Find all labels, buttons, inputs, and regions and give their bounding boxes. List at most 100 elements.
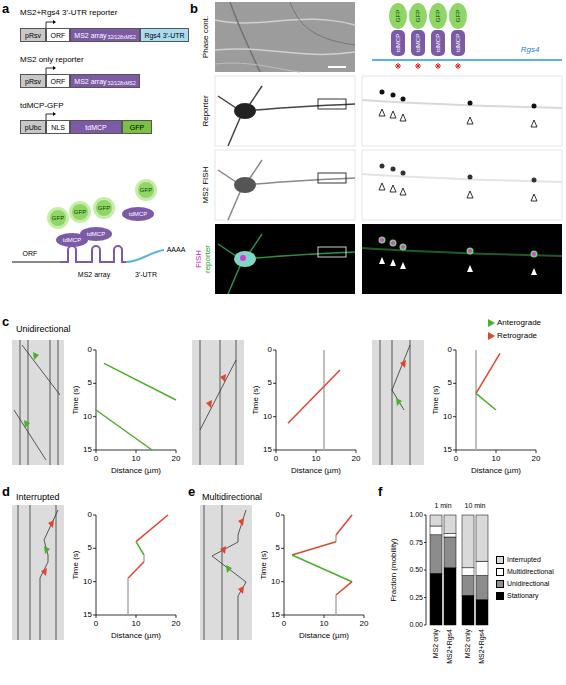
tick-label: 5 [88,544,92,553]
segment-label: GFP [130,124,144,131]
axis-title: Time (s) [252,385,261,414]
construct-segment: pUbc [20,120,46,134]
legend-text: Stationary [507,592,539,600]
construct-segment: Rgs4 3′-UTR [140,28,189,42]
tick-label: 10 [443,412,452,421]
tick-label: 5 [88,379,92,388]
tick-label: 0.25 [409,594,423,602]
legend-swatch [496,556,504,564]
tick-label: 20 [172,620,181,629]
tick-label: 0 [88,511,92,520]
segment-subscript: 32/128xMS2 [108,81,136,86]
tick-label: 0.50 [409,566,423,574]
tick-label: 20 [360,620,369,629]
legend-swatch [496,592,504,600]
segment-subscript: 32/128xMS2 [108,35,136,40]
axis-title: Distance (µm) [111,467,161,476]
segment-label: ORF [51,32,66,39]
tick-label: 0 [94,455,98,464]
construct-segment: pRsv [20,28,46,42]
tick-label: 10 [492,455,501,464]
tick-label: 10 [312,455,321,464]
protein-label: GFP [98,205,110,212]
segment-label: pRsv [25,78,41,85]
tick-label: 20 [352,455,361,464]
axis-title: Time (s) [72,385,81,414]
tick-label: 15 [443,446,452,455]
gene-label: Rgs4 [521,46,540,55]
protein-label: tdMCP [455,34,462,52]
protein-label: tdMCP [129,211,147,218]
construct-segment: ORF [46,28,70,42]
row-label: FISH [195,250,204,268]
tick-label: 15 [83,611,92,620]
tick-label: 0 [454,455,458,464]
tick-label: 10 [83,577,92,586]
row-label: Reporter [202,95,211,126]
construct-segment: ORF [46,74,70,88]
legend-swatch [496,568,504,576]
panel-letter: a [2,2,9,16]
construct-title: MS2+Rgs4 3′-UTR reporter [20,9,117,18]
construct-title: tdMCP-GFP [20,102,64,111]
protein-label: tdMCP [63,237,81,244]
panel-letter: c [2,315,9,329]
protein-label: tdMCP [415,34,422,52]
axis-title: Distance (µm) [111,632,161,641]
protein-label: GFP [395,10,402,22]
tick-label: 5 [276,544,280,553]
protein-label: tdMCP [87,231,105,238]
row-label: MS2 FISH [202,167,211,204]
construct-title: MS2 only reporter [20,56,84,65]
construct-segment: tdMCP [70,120,122,134]
axis-title: Time (s) [432,385,441,414]
axis-title: Distance (µm) [471,467,521,476]
legend-text: Unidirectional [507,580,549,588]
bar-label: MS2+Rgs4 [446,629,454,664]
tick-label: 15 [263,446,272,455]
row-label: reporter [204,245,213,273]
axis-title: Distance (µm) [291,467,341,476]
cartoon-label: ORF [23,250,38,258]
tick-label: 15 [271,611,280,620]
tick-label: 10 [320,620,329,629]
protein-label: tdMCP [435,34,442,52]
tick-label: 20 [532,455,541,464]
legend-swatch [496,580,504,588]
tick-label: 0 [448,346,452,355]
axis-title: Fraction (mobility) [390,538,399,602]
bar-label: MS2+Rgs4 [478,629,486,664]
tick-label: 0 [274,455,278,464]
tick-label: 10 [132,455,141,464]
construct-segment: MS2 array32/128xMS2 [70,74,140,88]
axis-title: Time (s) [72,550,81,579]
panel-subtitle: Unidirectional [16,325,71,335]
group-label: 10 min [464,502,485,510]
protein-label: GFP [52,215,64,222]
protein-label: GFP [140,187,152,194]
segment-label: pRsv [25,32,41,39]
axis-title: Distance (µm) [299,632,349,641]
tick-label: 10 [263,412,272,421]
segment-label: MS2 array [74,32,106,39]
cartoon-label: MS2 array [78,271,110,279]
bar-label: MS2 only [464,629,472,658]
tick-label: 0 [268,346,272,355]
construct-segment: pRsv [20,74,46,88]
tick-label: 5 [448,379,452,388]
panel-letter: d [2,485,10,499]
panel-subtitle: Multidirectional [202,493,262,503]
axis-title: Time (s) [260,550,269,579]
tick-label: 0 [88,346,92,355]
tick-label: 10 [271,577,280,586]
tick-label: 15 [83,446,92,455]
tick-label: 5 [268,379,272,388]
protein-label: GFP [455,10,462,22]
legend-marker [488,319,495,327]
segment-label: Rgs4 3′-UTR [144,32,184,39]
tick-label: 0 [282,620,286,629]
cartoon-label: AAAA [167,246,186,254]
protein-label: GFP [435,10,442,22]
protein-label: tdMCP [395,34,402,52]
segment-label: ORF [51,78,66,85]
